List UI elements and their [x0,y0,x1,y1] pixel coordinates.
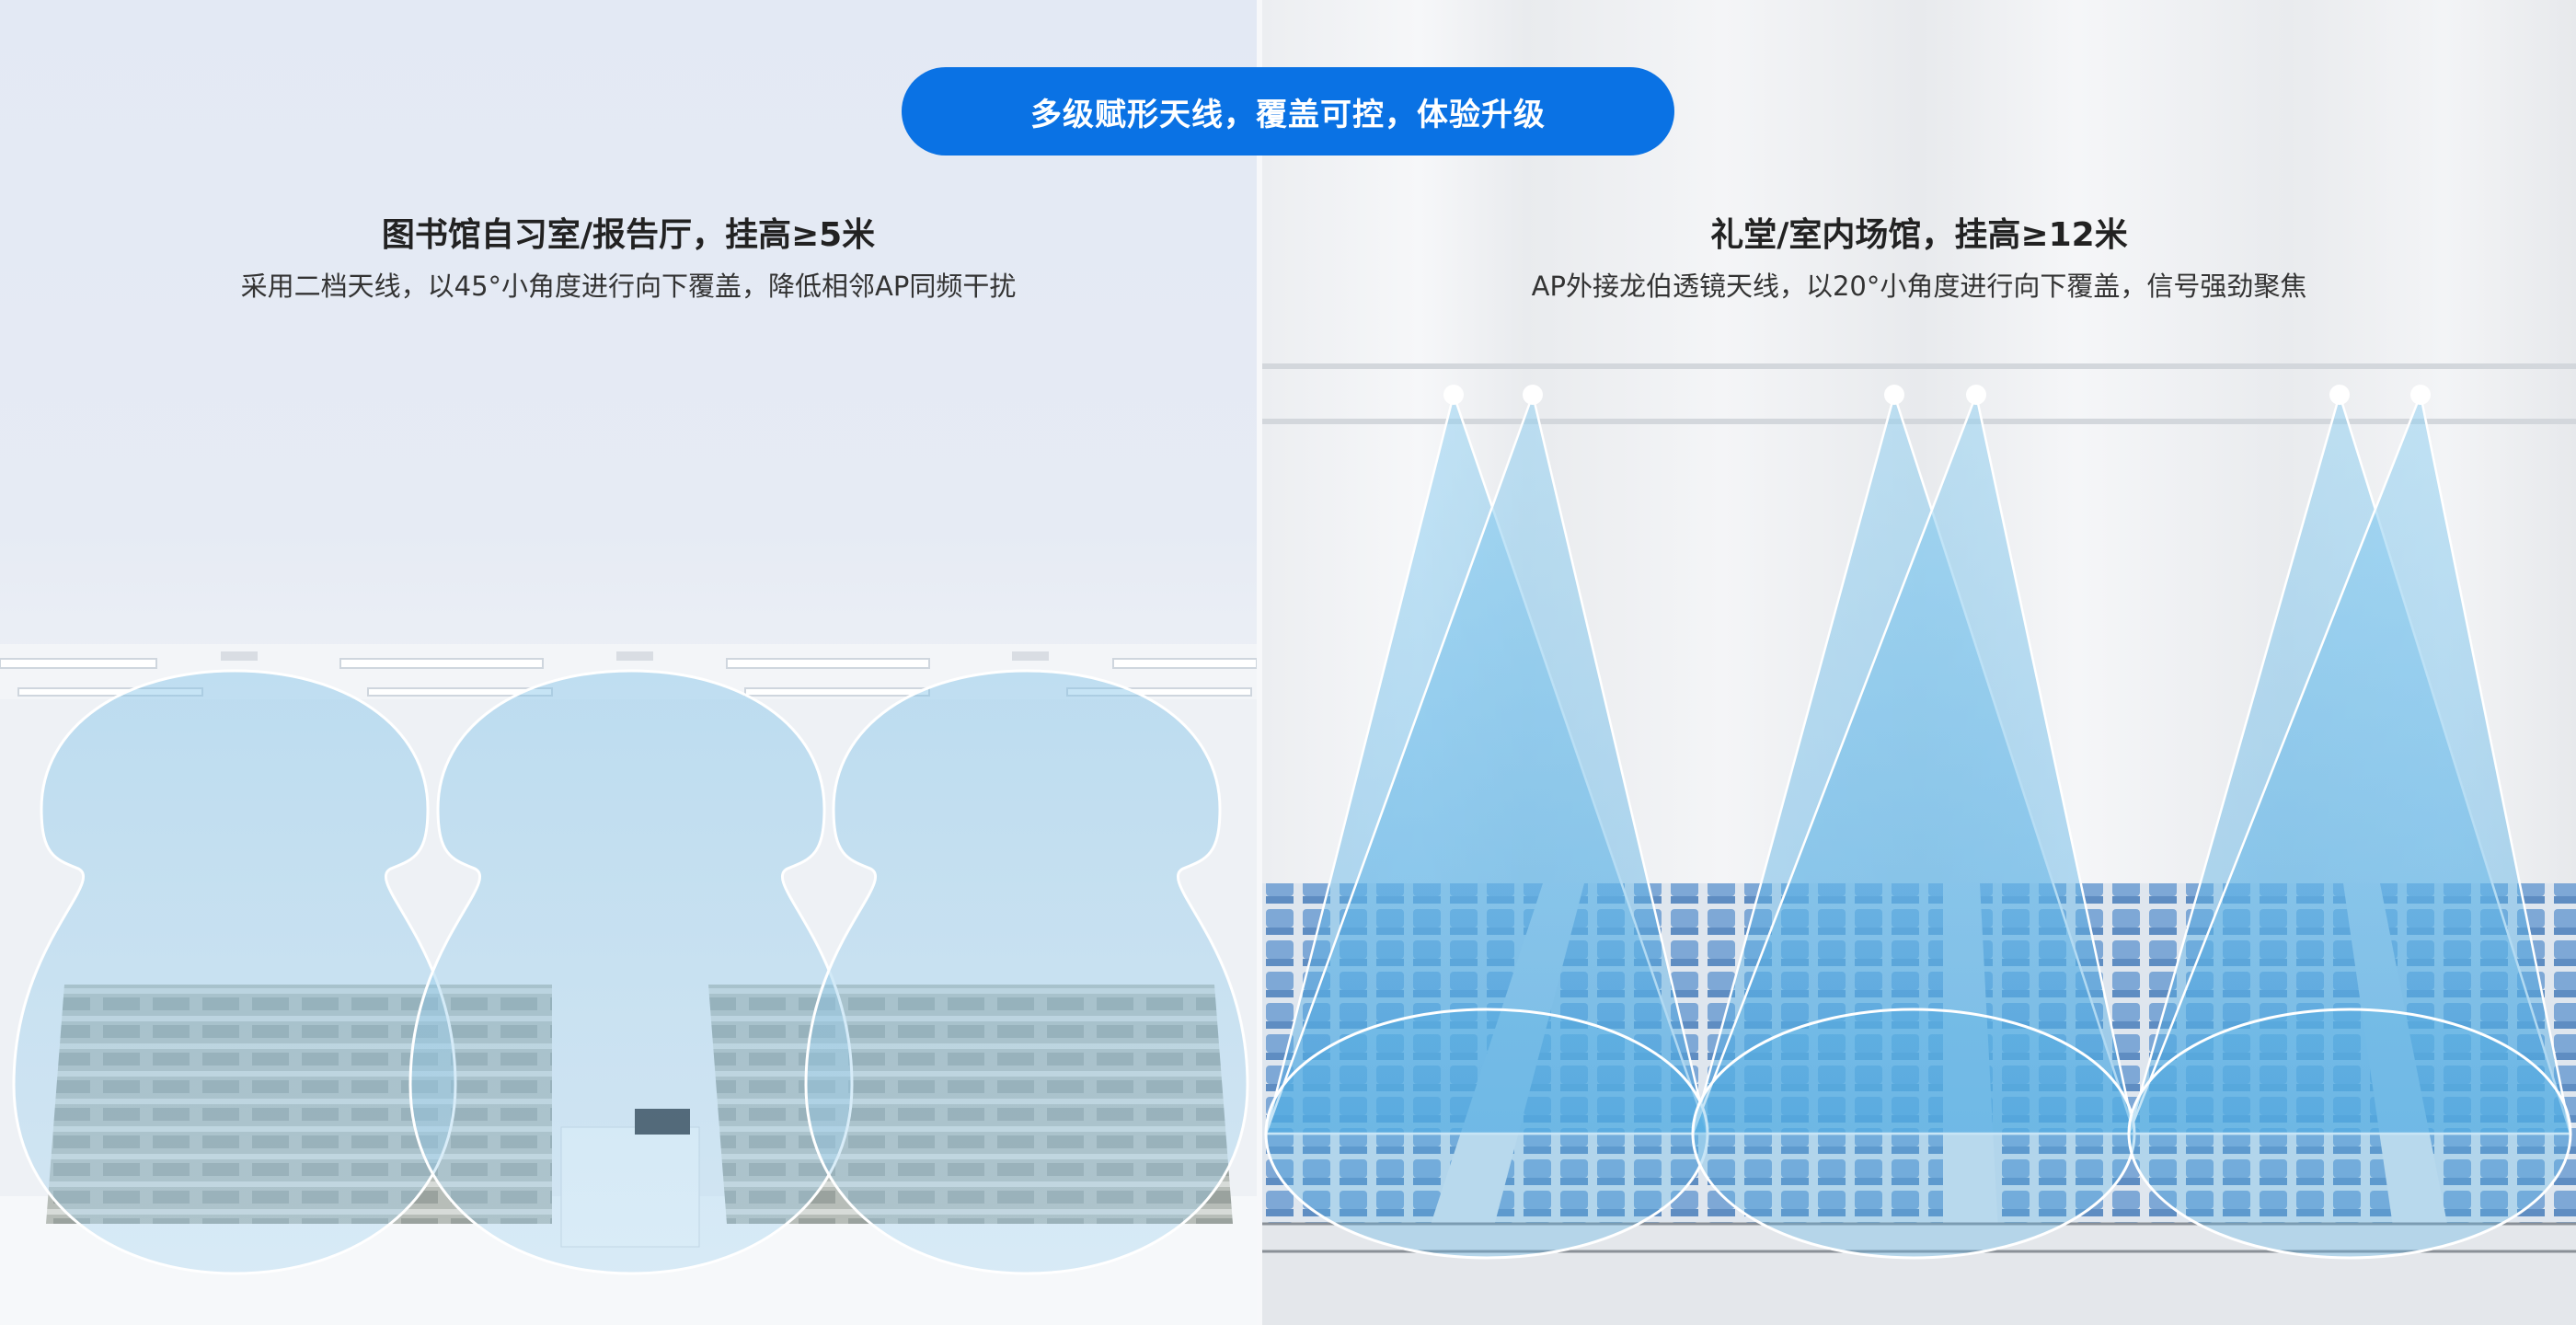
coverage-ellipses [1264,1008,2572,1260]
access-points [221,651,1049,661]
railing [1262,1222,2576,1253]
library-subtitle: 采用二档天线，以45°小角度进行向下覆盖，降低相邻AP同频干扰 [240,271,1017,302]
coverage-lobes [12,669,1249,1275]
library-scene-panel: 图书馆自习室/报告厅，挂高≥5米 采用二档天线，以45°小角度进行向下覆盖，降低… [0,0,1257,1325]
auditorium-illustration [1262,363,2576,1325]
headline-banner: 多级赋形天线，覆盖可控，体验升级 [902,67,1674,156]
auditorium-scene-panel: 礼堂/室内场馆，挂高≥12米 AP外接龙伯透镜天线，以20°小角度进行向下覆盖，… [1262,0,2576,1325]
panel-divider [1257,0,1262,1325]
library-illustration [0,644,1257,1325]
truss [1262,363,2576,424]
ceiling-lights [0,658,1257,697]
auditorium-subtitle: AP外接龙伯透镜天线，以20°小角度进行向下覆盖，信号强劲聚焦 [1531,271,2307,302]
access-points [1443,385,2431,405]
coverage-cones [1264,390,2572,1135]
auditorium-title: 礼堂/室内场馆，挂高≥12米 [1710,216,2128,254]
library-title: 图书馆自习室/报告厅，挂高≥5米 [381,216,876,254]
